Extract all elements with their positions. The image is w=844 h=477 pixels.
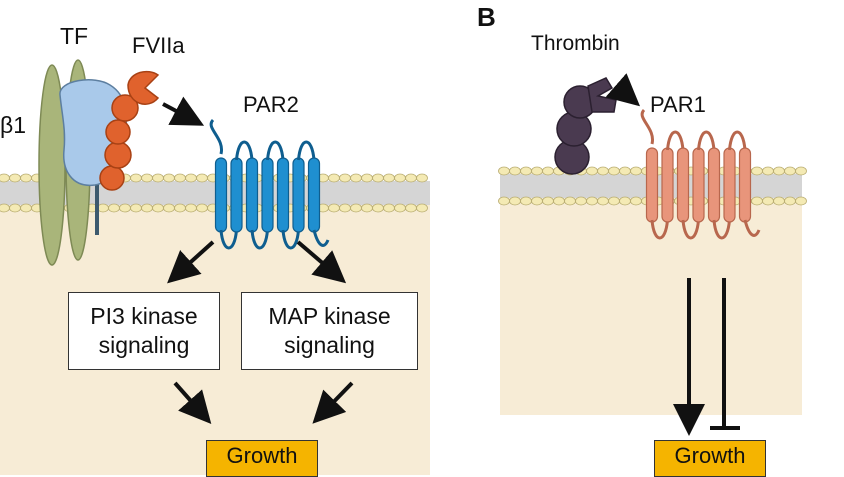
pi3-line2: signaling	[98, 332, 190, 358]
pi3-line1: PI3 kinase	[90, 303, 198, 329]
pi3-kinase-box: PI3 kinase signaling	[68, 292, 220, 370]
fviia-protein	[99, 70, 160, 191]
panel-b-letter: B	[477, 2, 496, 32]
arrow-map-to-growth	[312, 381, 354, 424]
label-fviia: FVIIa	[132, 33, 185, 58]
arrow-thrombin-to-par1	[605, 73, 641, 107]
growth-box-b: Growth	[654, 440, 766, 477]
map-kinase-box: MAP kinase signaling	[241, 292, 418, 370]
par2-receptor	[209, 118, 330, 250]
growth-box-a: Growth	[206, 440, 318, 477]
label-tf: TF	[60, 23, 89, 49]
arrow-par2-to-map	[296, 240, 347, 284]
map-line2: signaling	[284, 332, 375, 358]
label-par2: PAR2	[243, 92, 299, 117]
arrow-par2-to-pi3	[167, 240, 215, 284]
map-line1: MAP kinase	[268, 303, 391, 329]
thrombin-protein	[554, 77, 617, 175]
inhibit-par1-growth	[710, 278, 740, 430]
label-thrombin: Thrombin	[531, 32, 620, 55]
par1-receptor	[640, 108, 761, 240]
arrow-pi3-to-growth	[173, 381, 212, 424]
label-par1: PAR1	[650, 92, 706, 117]
label-beta1: β1	[0, 112, 27, 138]
arrow-fviia-to-par2	[162, 96, 205, 126]
